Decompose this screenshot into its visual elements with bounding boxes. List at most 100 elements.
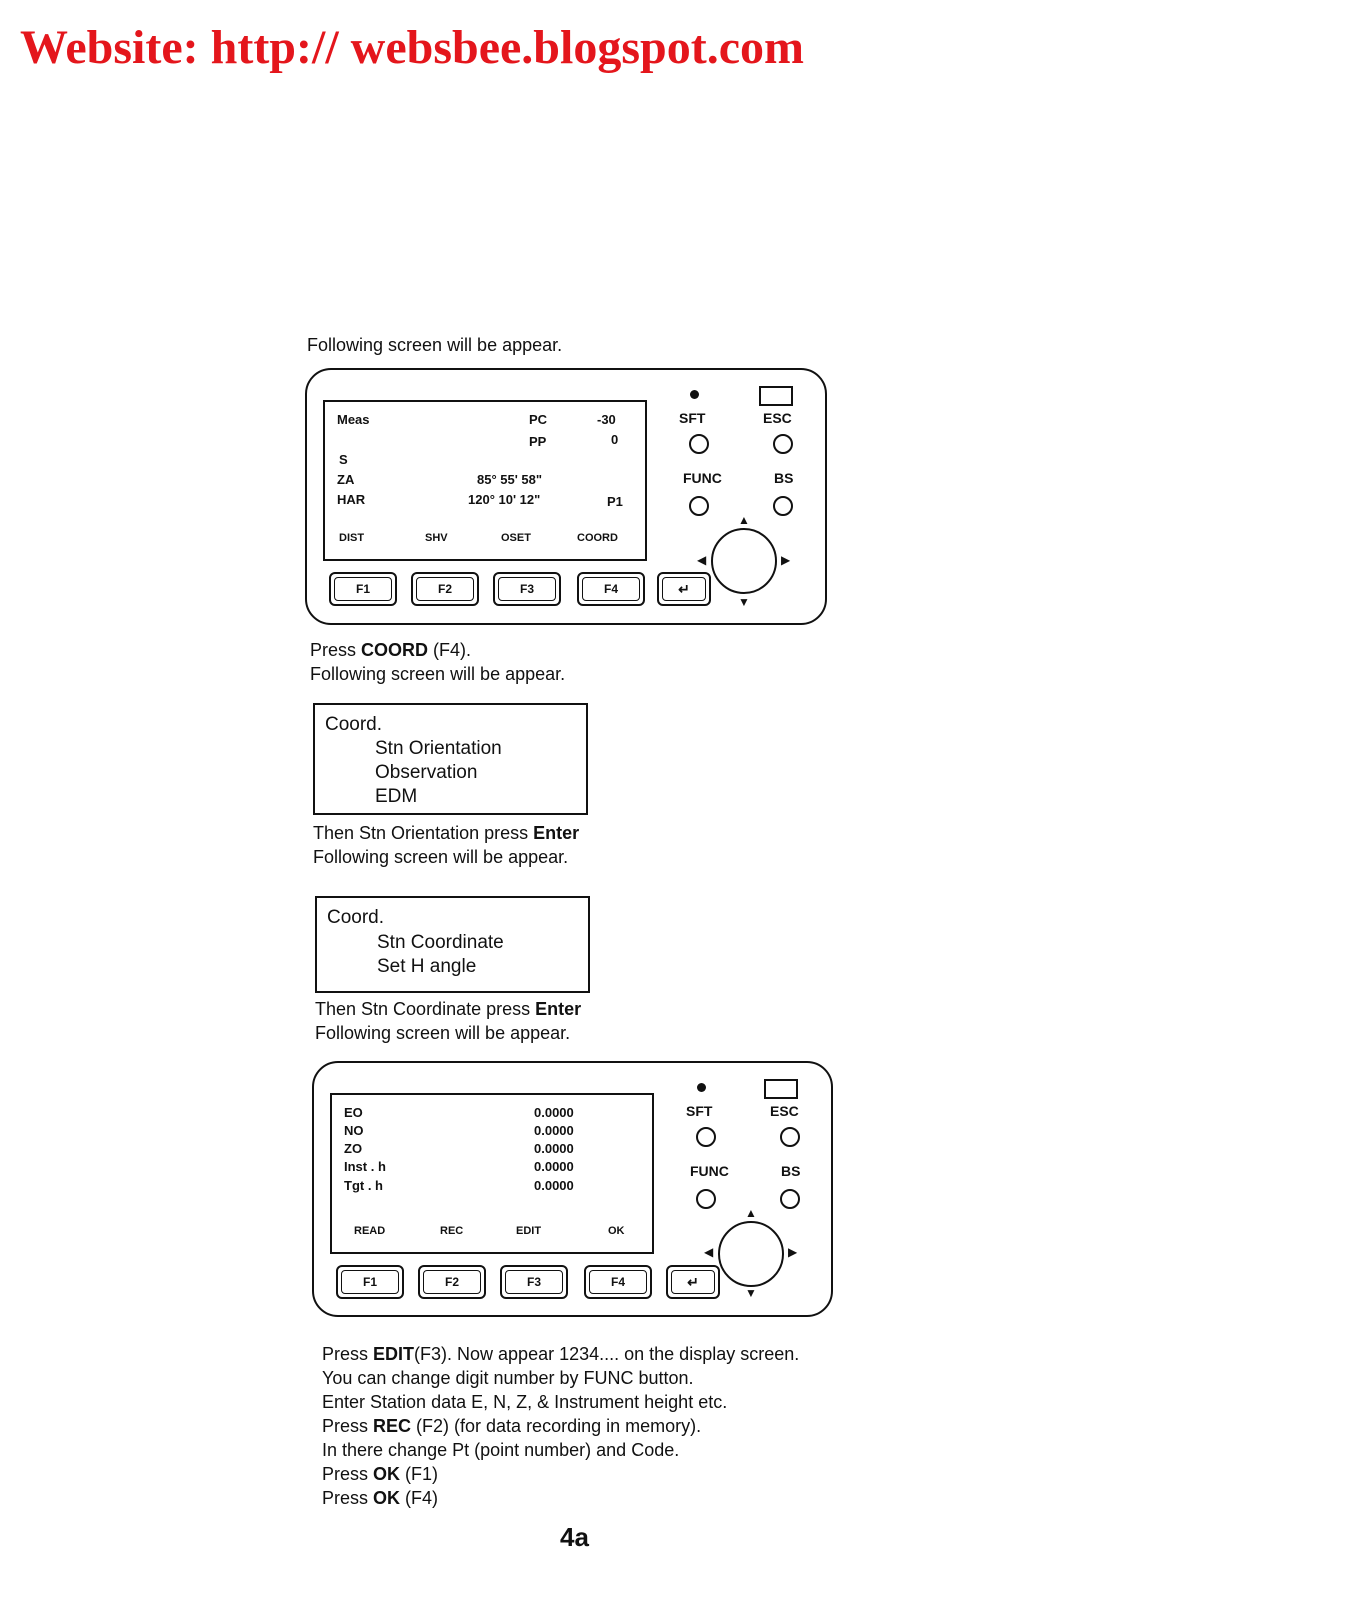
enter-icon: ↵ xyxy=(687,1274,699,1290)
instrument-panel-2: EO 0.0000 NO 0.0000 ZO 0.0000 Inst . h 0… xyxy=(312,1061,833,1317)
no-label: NO xyxy=(344,1123,364,1138)
f3-key[interactable]: F3 xyxy=(500,1265,568,1299)
menu2-title: Coord. xyxy=(327,907,385,928)
instruction-line: Press EDIT(F3). Now appear 1234.... on t… xyxy=(322,1344,800,1364)
menu1-title: Coord. xyxy=(325,714,383,735)
zo-label: ZO xyxy=(344,1141,363,1156)
za-label: ZA xyxy=(337,472,355,487)
website-banner: Website: http:// websbee.blogspot.com xyxy=(20,21,804,74)
esc-label: ESC xyxy=(770,1103,799,1119)
softkey-rec: REC xyxy=(440,1225,464,1237)
instruction-line: You can change digit number by FUNC butt… xyxy=(322,1368,694,1388)
sft-button[interactable] xyxy=(689,434,709,454)
func-label: FUNC xyxy=(683,470,722,486)
sft-indicator-icon xyxy=(697,1083,706,1092)
sft-indicator-icon xyxy=(690,390,699,399)
softkey-dist: DIST xyxy=(339,532,365,544)
step3-line2: Following screen will be appear. xyxy=(315,1023,571,1043)
esc-indicator-icon xyxy=(759,386,793,406)
softkey-edit: EDIT xyxy=(516,1225,542,1237)
esc-indicator-icon xyxy=(764,1079,798,1099)
func-button[interactable] xyxy=(696,1189,716,1209)
func-button[interactable] xyxy=(689,496,709,516)
step3-line1: Then Stn Coordinate press Enter xyxy=(315,999,582,1019)
coord-menu-2: Coord. Stn Coordinate Set H angle xyxy=(315,896,590,993)
instrument-panel-1: Meas PC -30 PP 0 S ZA 85° 55' 58" HAR 12… xyxy=(305,368,827,625)
step2-line1: Then Stn Orientation press Enter xyxy=(313,823,580,843)
step1-line1: Press COORD (F4). xyxy=(310,640,472,660)
arrow-right-icon[interactable]: ▶ xyxy=(788,1245,798,1259)
menu1-item-observation[interactable]: Observation xyxy=(375,762,478,783)
bs-button[interactable] xyxy=(780,1189,800,1209)
enter-icon: ↵ xyxy=(678,581,690,597)
f1-key[interactable]: F1 xyxy=(336,1265,404,1299)
menu2-item-stn-coordinate[interactable]: Stn Coordinate xyxy=(377,932,504,953)
arrow-right-icon[interactable]: ▶ xyxy=(781,553,791,567)
sft-label: SFT xyxy=(686,1103,713,1119)
f3-key[interactable]: F3 xyxy=(493,572,561,606)
navigation-dial[interactable] xyxy=(718,1221,784,1287)
f2-key[interactable]: F2 xyxy=(418,1265,486,1299)
arrow-down-icon[interactable]: ▼ xyxy=(745,1286,757,1300)
pp-value: 0 xyxy=(611,432,619,447)
menu1-item-stn-orientation[interactable]: Stn Orientation xyxy=(375,738,502,759)
arrow-left-icon[interactable]: ◀ xyxy=(704,1245,714,1259)
pp-label: PP xyxy=(529,434,547,449)
softkey-shv: SHV xyxy=(425,532,448,544)
har-value: 120° 10' 12" xyxy=(468,492,541,507)
lcd-screen-2: EO 0.0000 NO 0.0000 ZO 0.0000 Inst . h 0… xyxy=(330,1093,654,1254)
f1-key[interactable]: F1 xyxy=(329,572,397,606)
step2-line2: Following screen will be appear. xyxy=(313,847,569,867)
menu1-item-edm[interactable]: EDM xyxy=(375,786,418,807)
menu2-item-set-h-angle[interactable]: Set H angle xyxy=(377,956,477,977)
sft-label: SFT xyxy=(679,410,706,426)
arrow-left-icon[interactable]: ◀ xyxy=(697,553,707,567)
no-value: 0.0000 xyxy=(534,1123,574,1138)
intro-text: Following screen will be appear. xyxy=(307,335,563,355)
arrow-up-icon[interactable]: ▲ xyxy=(745,1206,757,1220)
enter-key[interactable]: ↵ xyxy=(657,572,711,606)
enter-key[interactable]: ↵ xyxy=(666,1265,720,1299)
pc-value: -30 xyxy=(597,412,616,427)
step1-line2: Following screen will be appear. xyxy=(310,664,566,684)
tgt-h-label: Tgt . h xyxy=(344,1178,383,1193)
arrow-down-icon[interactable]: ▼ xyxy=(738,595,750,609)
instruction-line: Enter Station data E, N, Z, & Instrument… xyxy=(322,1392,728,1412)
eo-label: EO xyxy=(344,1105,363,1120)
f4-key[interactable]: F4 xyxy=(577,572,645,606)
bs-label: BS xyxy=(774,470,794,486)
softkey-ok: OK xyxy=(608,1225,625,1237)
instruction-line: In there change Pt (point number) and Co… xyxy=(322,1440,680,1460)
f4-key[interactable]: F4 xyxy=(584,1265,652,1299)
esc-label: ESC xyxy=(763,410,792,426)
page-number: 4a xyxy=(560,1522,589,1552)
instruction-line: Press OK (F1) xyxy=(322,1464,439,1484)
eo-value: 0.0000 xyxy=(534,1105,574,1120)
lcd-screen-1: Meas PC -30 PP 0 S ZA 85° 55' 58" HAR 12… xyxy=(323,400,647,561)
pc-label: PC xyxy=(529,412,548,427)
esc-button[interactable] xyxy=(780,1127,800,1147)
s-label: S xyxy=(339,452,348,467)
f2-key[interactable]: F2 xyxy=(411,572,479,606)
navigation-dial[interactable] xyxy=(711,528,777,594)
func-label: FUNC xyxy=(690,1163,729,1179)
bs-button[interactable] xyxy=(773,496,793,516)
softkey-coord: COORD xyxy=(577,532,618,544)
inst-h-label: Inst . h xyxy=(344,1159,386,1174)
softkey-oset: OSET xyxy=(501,532,531,544)
instruction-line: Press OK (F4) xyxy=(322,1488,439,1508)
za-value: 85° 55' 58" xyxy=(477,472,543,487)
coord-menu-1: Coord. Stn Orientation Observation EDM xyxy=(313,703,588,815)
softkey-read: READ xyxy=(354,1225,386,1237)
bs-label: BS xyxy=(781,1163,801,1179)
inst-h-value: 0.0000 xyxy=(534,1159,574,1174)
har-label: HAR xyxy=(337,492,366,507)
meas-label: Meas xyxy=(337,412,370,427)
sft-button[interactable] xyxy=(696,1127,716,1147)
esc-button[interactable] xyxy=(773,434,793,454)
instructions-block: Press EDIT(F3). Now appear 1234.... on t… xyxy=(322,1342,799,1510)
p1-label: P1 xyxy=(607,494,623,509)
arrow-up-icon[interactable]: ▲ xyxy=(738,513,750,527)
tgt-h-value: 0.0000 xyxy=(534,1178,574,1193)
instruction-line: Press REC (F2) (for data recording in me… xyxy=(322,1416,702,1436)
